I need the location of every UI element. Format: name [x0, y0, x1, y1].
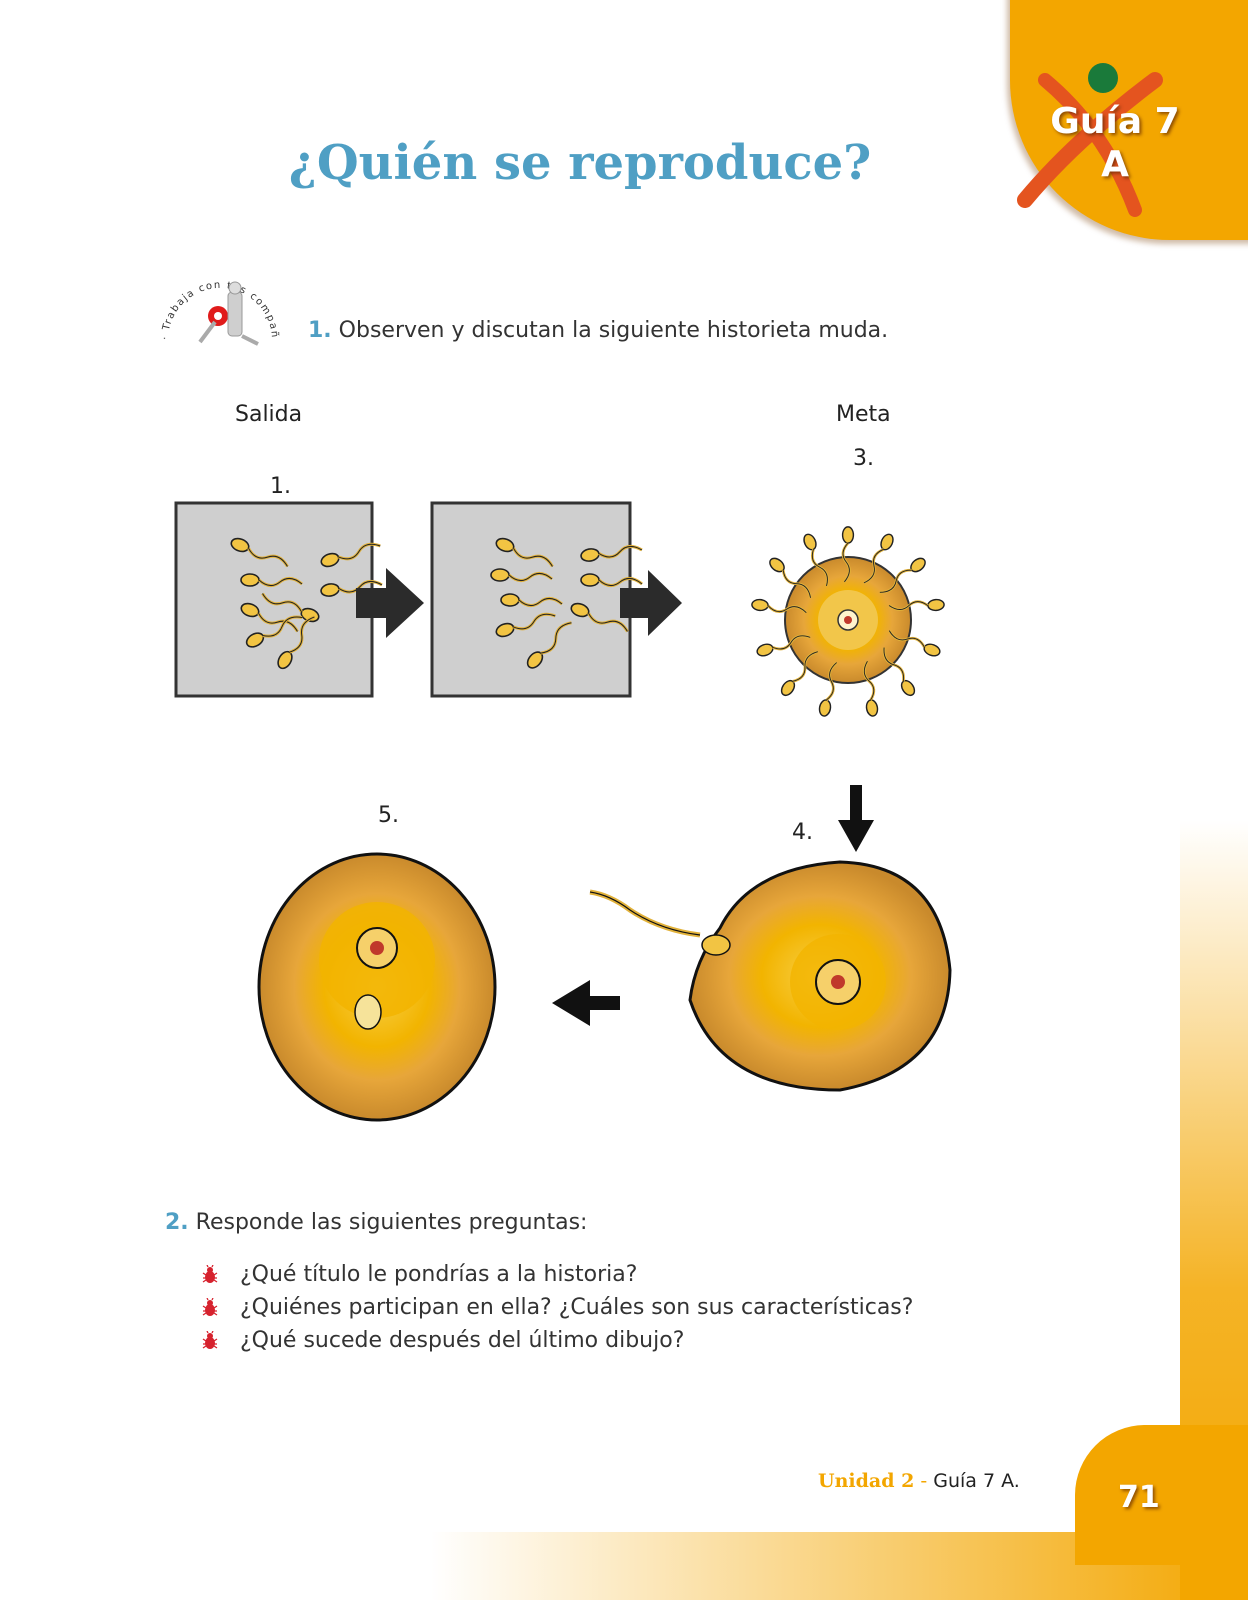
- bug-bullet-icon: [202, 1330, 218, 1349]
- arrow-down-icon: [838, 785, 874, 852]
- guide-figure-icon: [1017, 63, 1163, 217]
- arrow-right-icon: [356, 568, 424, 638]
- comic-illustration: [174, 501, 952, 1122]
- label-start: Salida: [235, 402, 303, 427]
- team-badge-icon: · Trabaja con tus compañeros ·: [160, 260, 280, 346]
- step-1-number: 1.: [270, 474, 291, 499]
- svg-text:· Trabaja con tus compañeros ·: · Trabaja con tus compañeros ·: [160, 260, 280, 340]
- bug-bullet-icon: [202, 1297, 218, 1316]
- panel-4: [589, 860, 952, 1092]
- guide-label-line1: Guía 7: [1050, 101, 1180, 142]
- question-text: ¿Quiénes participan en ella? ¿Cuáles son…: [240, 1295, 914, 1320]
- footer-unit: Unidad 2: [818, 1470, 915, 1492]
- page-number: 71: [1118, 1480, 1160, 1515]
- step-5-number: 5.: [378, 803, 399, 828]
- page-number-tab: [1075, 1425, 1248, 1565]
- list-item: ¿Quiénes participan en ella? ¿Cuáles son…: [200, 1291, 913, 1324]
- question-text: ¿Qué sucede después del último dibujo?: [240, 1328, 685, 1353]
- activity-1-text: Observen y discutan la siguiente histori…: [338, 318, 889, 343]
- panel-1: [174, 501, 384, 698]
- arrow-left-icon: [552, 980, 620, 1026]
- question-text: ¿Qué título le pondrías a la historia?: [240, 1262, 638, 1287]
- footer-text: Unidad 2 - Guía 7 A.: [818, 1470, 1020, 1492]
- panel-2: [430, 501, 644, 698]
- list-item: ¿Qué título le pondrías a la historia?: [200, 1258, 913, 1291]
- page-title: ¿Quién se reproduce?: [288, 135, 872, 191]
- footer-separator: -: [914, 1470, 934, 1492]
- team-badge-text: · Trabaja con tus compañeros ·: [160, 260, 279, 340]
- panel-3: [750, 525, 946, 719]
- arrow-right-icon: [620, 570, 682, 636]
- step-3-number: 3.: [853, 446, 874, 471]
- guide-label: Guía 7 A: [1040, 100, 1190, 186]
- label-goal: Meta: [836, 402, 891, 427]
- bug-bullet-icon: [202, 1264, 218, 1283]
- list-item: ¿Qué sucede después del último dibujo?: [200, 1324, 913, 1357]
- guide-label-line2: A: [1101, 144, 1129, 186]
- activity-1-number: 1.: [308, 318, 332, 343]
- activity-1: 1. Observen y discutan la siguiente hist…: [308, 318, 888, 343]
- activity-2: 2. Responde las siguientes preguntas:: [165, 1210, 587, 1235]
- panel-5: [257, 852, 497, 1122]
- activity-2-text: Responde las siguientes preguntas:: [195, 1210, 588, 1235]
- question-list: ¿Qué título le pondrías a la historia? ¿…: [200, 1258, 913, 1357]
- activity-2-number: 2.: [165, 1210, 189, 1235]
- footer-guide: Guía 7 A.: [933, 1470, 1020, 1492]
- step-4-number: 4.: [792, 820, 813, 845]
